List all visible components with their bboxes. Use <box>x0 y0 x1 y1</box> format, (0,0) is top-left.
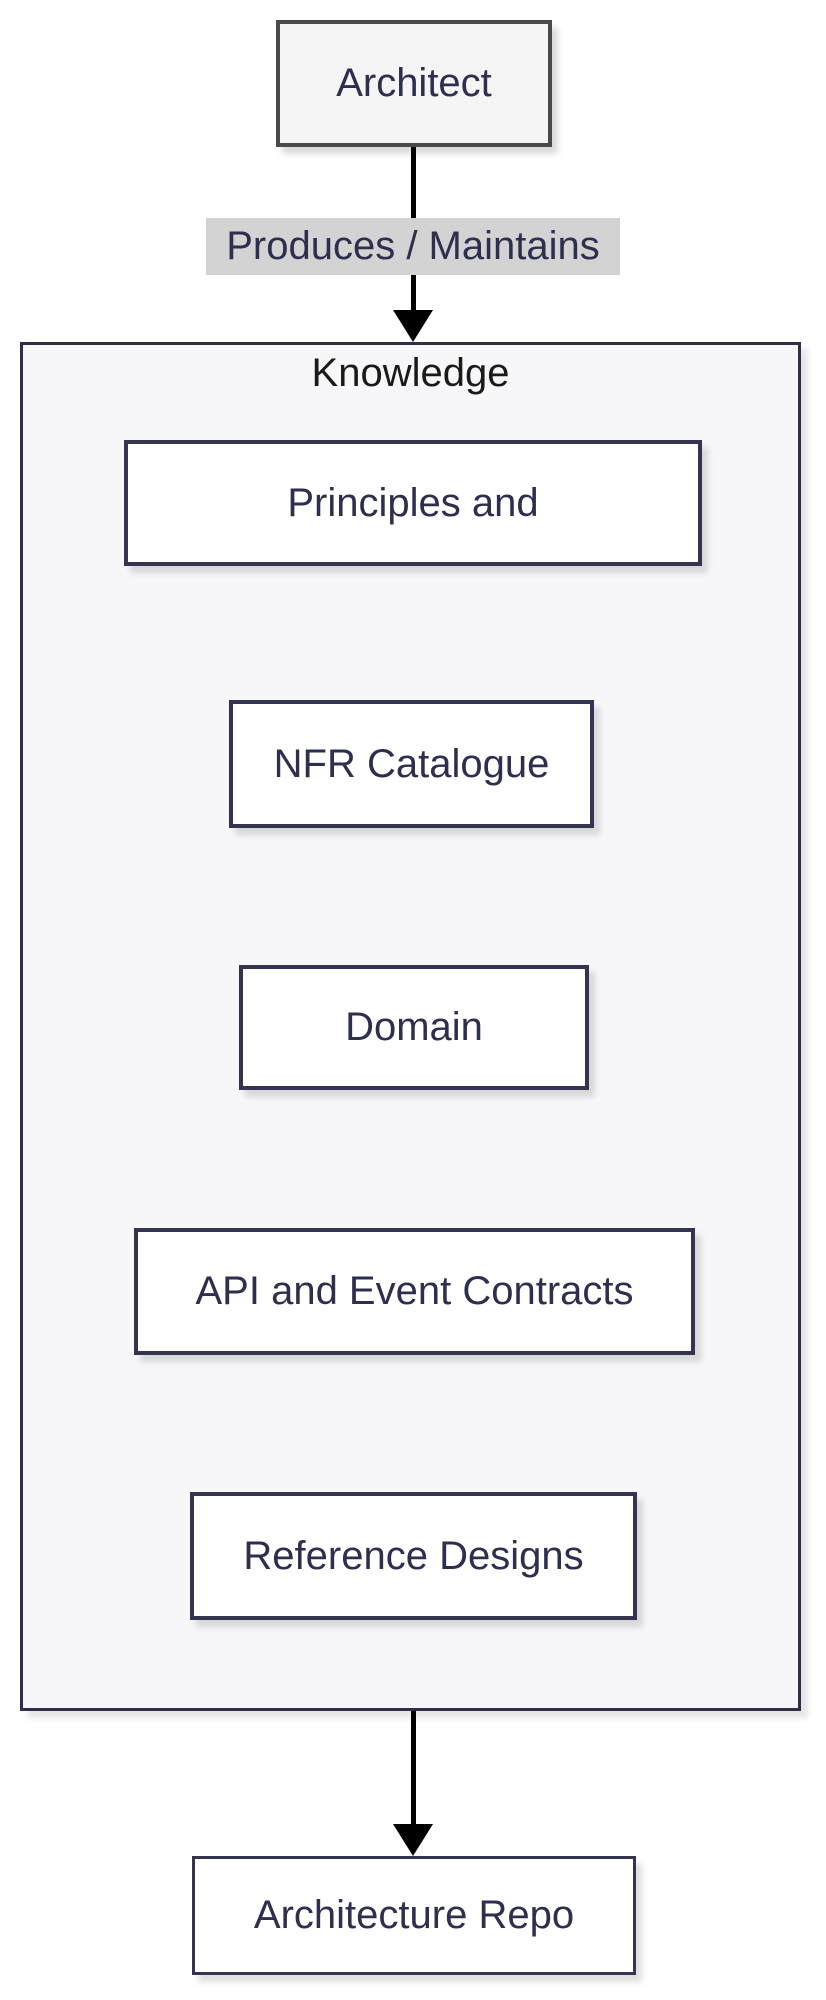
node-reference-designs-label: Reference Designs <box>243 1533 584 1578</box>
node-architect: Architect <box>276 20 552 147</box>
node-api-event-contracts-label: API and Event Contracts <box>195 1269 634 1313</box>
node-architecture-repo: Architecture Repo <box>192 1856 636 1975</box>
arrow-down-head <box>393 310 433 342</box>
node-nfr-catalogue-label: NFR Catalogue <box>273 741 550 786</box>
arrow-down-head <box>393 1824 433 1856</box>
node-architecture-repo-label: Architecture Repo <box>253 1893 575 1937</box>
node-api-event-contracts: API and Event Contracts <box>134 1228 695 1355</box>
edge-line-knowledge-to-repo <box>411 1711 416 1826</box>
cluster-knowledge-title: Knowledge <box>311 351 510 395</box>
node-domain-label: Domain <box>345 1005 483 1049</box>
edge-line-label-to-knowledge <box>411 275 416 317</box>
edge-label-text: Produces / Maintains <box>226 224 600 268</box>
node-principles-and: Principles and <box>124 440 702 566</box>
node-nfr-catalogue: NFR Catalogue <box>229 700 594 828</box>
edge-label-produces-maintains: Produces / Maintains <box>206 218 620 275</box>
node-architect-label: Architect <box>336 61 492 105</box>
node-principles-and-label: Principles and <box>287 480 539 525</box>
edge-line-architect-to-label <box>411 147 416 218</box>
node-domain: Domain <box>239 965 589 1090</box>
node-reference-designs: Reference Designs <box>190 1492 637 1620</box>
